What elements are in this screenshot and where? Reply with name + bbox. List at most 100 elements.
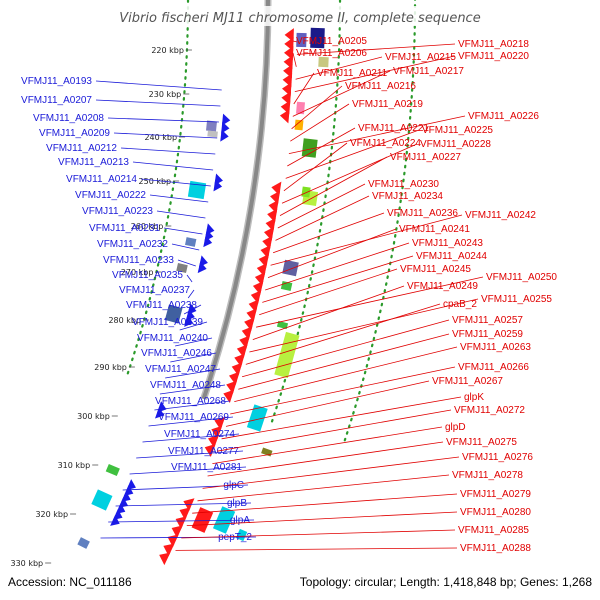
forward-gene-arrow-35-shape — [211, 425, 223, 440]
tick-dot-ring-0 — [126, 0, 190, 375]
cog-feature-block-2 — [296, 101, 305, 115]
gene-label-left-26: glpB — [227, 498, 247, 509]
gene-label-left-19: VFMJ11_A0248 — [150, 380, 221, 391]
gene-label-right-3: VFMJ11_A0215 — [385, 52, 456, 63]
forward-gene-arrow-37 — [204, 443, 216, 458]
accession-text: Accession: NC_011186 — [8, 575, 132, 589]
gene-label-right-16: VFMJ11_A0234 — [372, 191, 443, 202]
leader-line-right-36 — [202, 456, 460, 489]
forward-gene-arrow-1 — [284, 37, 294, 52]
cog-feature-block-3 — [294, 119, 304, 131]
gene-label-left-14: VFMJ11_A0238 — [126, 300, 197, 311]
leader-line-right-13 — [281, 143, 418, 204]
leader-line-right-25 — [249, 298, 479, 353]
gene-label-left-5: VFMJ11_A0213 — [58, 157, 129, 168]
reverse-gene-arrow-2-shape — [220, 129, 229, 142]
cog-feature-block-13 — [212, 506, 236, 534]
reverse-gene-arrow-9 — [197, 261, 207, 274]
reverse-gene-arrow-4-shape — [213, 179, 223, 192]
cog-feature-block-15-rect — [235, 528, 248, 542]
gene-label-right-0: VFMJ11_A0205 — [296, 36, 367, 47]
leader-line-right-2 — [292, 52, 297, 67]
forward-gene-arrow-25-shape — [244, 317, 255, 331]
leader-line-left-23 — [136, 450, 244, 459]
map-title: Vibrio fischeri MJ11 chromosome II, comp… — [119, 11, 480, 26]
gene-label-left-4: VFMJ11_A0212 — [46, 143, 117, 154]
reverse-gene-arrow-12 — [184, 315, 194, 327]
leader-line-left-27 — [108, 519, 255, 523]
gene-label-right-6: VFMJ11_A0217 — [393, 66, 464, 77]
gene-features — [77, 27, 329, 566]
cog-feature-block-21-rect — [164, 304, 183, 324]
gene-label-right-28: VFMJ11_A0259 — [452, 329, 523, 340]
cog-feature-block-18 — [207, 130, 218, 138]
leader-line-left-18 — [165, 368, 221, 379]
forward-gene-arrow-0 — [284, 28, 294, 43]
leader-line-left-26 — [115, 502, 252, 507]
leader-line-left-25 — [122, 484, 249, 491]
tick-label-5: 270 kbp — [121, 268, 154, 277]
leader-line-left-20 — [154, 400, 231, 411]
forward-gene-arrow-32 — [226, 380, 238, 394]
gene-label-right-27: VFMJ11_A0257 — [452, 315, 523, 326]
forward-gene-arrow-27-shape — [239, 335, 251, 349]
gene-label-right-20: VFMJ11_A0243 — [412, 238, 483, 249]
gene-label-right-10: VFMJ11_A0221 — [358, 123, 429, 134]
cog-feature-block-7 — [282, 259, 299, 277]
forward-gene-arrow-25 — [244, 317, 255, 331]
forward-gene-arrow-36 — [207, 434, 219, 449]
leader-line-right-9 — [288, 115, 466, 154]
tick-label-6: 280 kbp — [108, 316, 141, 325]
leader-line-right-3 — [295, 56, 383, 80]
gene-label-left-17: VFMJ11_A0246 — [141, 348, 212, 359]
leader-line-right-29 — [234, 346, 458, 402]
gene-label-left-16: VFMJ11_A0240 — [137, 333, 208, 344]
cog-feature-block-25 — [296, 32, 307, 48]
forward-gene-arrow-29 — [234, 353, 245, 367]
cog-feature-block-14 — [191, 507, 214, 533]
tick-label-2: 240 kbp — [144, 133, 177, 142]
reverse-gene-arrow-9-shape — [197, 261, 207, 274]
cog-feature-block-8-rect — [280, 281, 293, 291]
cog-feature-block-6 — [301, 186, 311, 198]
cog-feature-block-23 — [91, 489, 113, 511]
gene-label-right-40: VFMJ11_A0285 — [458, 525, 529, 536]
reverse-gene-arrow-2 — [220, 129, 229, 142]
gene-label-right-4: VFMJ11_A0220 — [458, 51, 529, 62]
forward-gene-arrow-28-shape — [236, 344, 248, 358]
gene-label-left-24: VFMJ11_A0281 — [171, 462, 242, 473]
leader-line-right-35 — [207, 441, 444, 477]
gene-label-right-7: VFMJ11_A0216 — [345, 81, 416, 92]
gene-label-left-11: VFMJ11_A0233 — [103, 255, 174, 266]
leader-line-right-16 — [275, 195, 370, 241]
gene-label-right-9: VFMJ11_A0226 — [468, 111, 539, 122]
gene-label-right-36: VFMJ11_A0276 — [462, 452, 533, 463]
reverse-gene-arrow-21 — [110, 515, 120, 526]
gene-label-right-39: VFMJ11_A0280 — [460, 507, 531, 518]
gene-label-left-1: VFMJ11_A0207 — [21, 95, 92, 106]
leader-line-left-11 — [177, 259, 196, 267]
leader-line-right-12 — [283, 142, 348, 192]
gene-label-left-2: VFMJ11_A0208 — [33, 113, 104, 124]
leader-line-right-14 — [279, 156, 388, 216]
title-backdrop — [102, 6, 498, 26]
gene-label-right-15: VFMJ11_A0230 — [368, 179, 439, 190]
leader-line-right-24 — [252, 285, 405, 340]
gene-label-left-28: pepT_2 — [218, 532, 252, 543]
gene-label-left-6: VFMJ11_A0214 — [66, 174, 137, 185]
reverse-strand-labels: VFMJ11_A0193VFMJ11_A0207VFMJ11_A0208VFMJ… — [21, 76, 257, 543]
leader-line-right-19 — [267, 228, 397, 278]
cog-feature-block-24-rect — [77, 537, 90, 549]
tick-label-1: 230 kbp — [149, 90, 182, 99]
leader-line-right-41 — [175, 547, 458, 551]
tick-dot-rings — [126, 0, 417, 447]
leader-line-left-13 — [187, 289, 195, 299]
cog-feature-block-18-rect — [207, 130, 218, 138]
leader-line-right-27 — [241, 319, 450, 378]
cog-feature-block-20-rect — [176, 262, 188, 274]
forward-gene-arrow-30-shape — [231, 362, 243, 376]
forward-gene-arrow-33-shape — [223, 389, 235, 403]
leader-line-right-5 — [293, 72, 315, 105]
gene-label-left-0: VFMJ11_A0193 — [21, 76, 92, 87]
